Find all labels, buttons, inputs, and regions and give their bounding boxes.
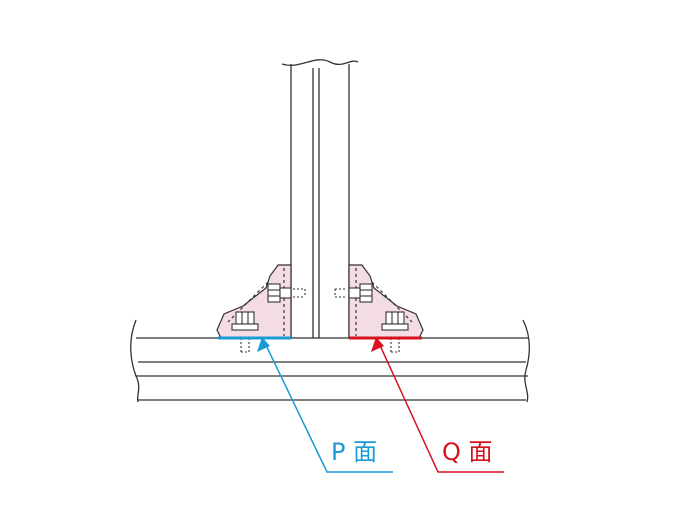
q-arrowhead [371,337,384,352]
left-bottom-bolt [231,311,259,353]
horizontal-beam [130,319,531,403]
left-side-bolt [267,283,306,303]
right-side-bolt [334,283,373,303]
q-face-label: Q 面 [442,438,493,466]
p-face-label: P 面 [331,438,378,466]
q-leader-line [377,340,504,473]
p-leader-line [263,340,393,473]
vertical-post [281,59,359,338]
right-bottom-bolt [381,311,409,353]
p-arrowhead [257,337,270,352]
